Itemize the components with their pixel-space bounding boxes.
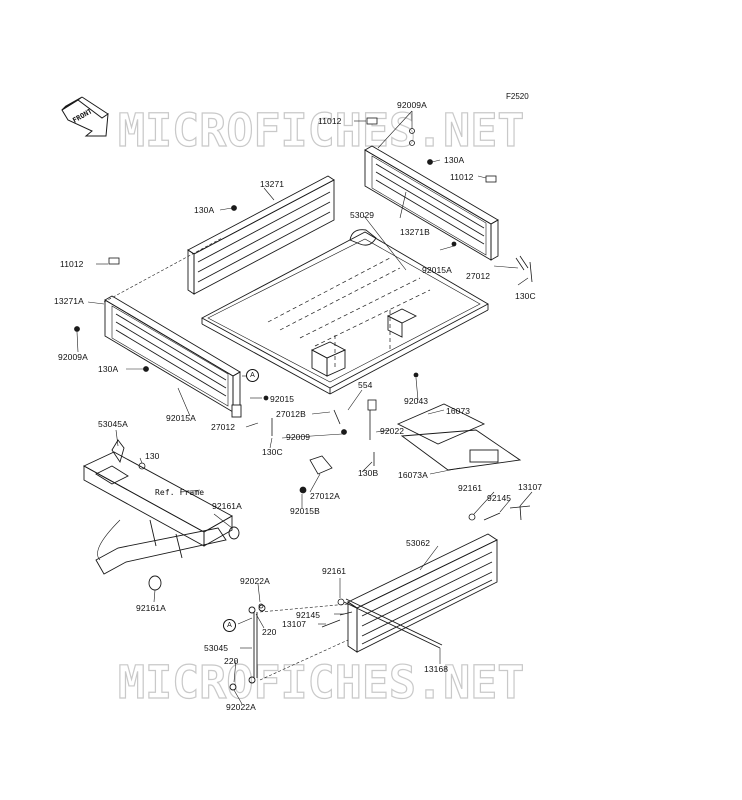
part-label: 13271A [54, 296, 84, 306]
callout-a-lower: A [223, 619, 236, 632]
part-label: 92022A [226, 702, 256, 712]
support-rod-53045 [229, 604, 266, 691]
part-label: 11012 [450, 172, 474, 182]
part-label: 130B [358, 468, 379, 478]
front-arrow-icon [61, 96, 109, 137]
part-label: 92009 [286, 432, 311, 442]
part-label: 27012B [276, 409, 306, 419]
tailgate-53062 [347, 533, 498, 653]
part-label: 220 [224, 656, 239, 666]
part-label: 92015B [290, 506, 320, 516]
callout-a-upper: A [246, 369, 259, 382]
part-label: 92009A [58, 352, 88, 362]
part-label: 92161A [212, 501, 242, 511]
side-panel-13271B [364, 145, 499, 261]
part-label: 130 [145, 451, 160, 461]
part-label: 13271 [260, 179, 285, 189]
figure-code: F2520 [506, 92, 529, 101]
part-label: 92161A [136, 603, 166, 613]
part-label: 92015A [422, 265, 452, 275]
side-panel-13271A [104, 295, 242, 418]
part-label: 92161 [322, 566, 347, 576]
part-label: 27012 [211, 422, 236, 432]
leader-lines [76, 110, 533, 705]
part-label: 130C [262, 447, 283, 457]
part-label: 92015 [270, 394, 295, 404]
part-label: 16073 [446, 406, 471, 416]
part-label: 13168 [424, 664, 449, 674]
part-label: 92043 [404, 396, 429, 406]
part-label: 11012 [318, 116, 342, 126]
part-label: 92022 [380, 426, 405, 436]
part-label: 554 [358, 380, 373, 390]
part-label: 53062 [406, 538, 431, 548]
part-label: 27012 [466, 271, 491, 281]
part-label: 13107 [282, 619, 307, 629]
part-label: 11012 [60, 259, 84, 269]
part-label: 92009A [397, 100, 427, 110]
part-label: 92145 [487, 493, 512, 503]
part-label: 92022A [240, 576, 270, 586]
part-label: 130A [194, 205, 215, 215]
part-label: 130C [515, 291, 536, 301]
part-label: 130A [444, 155, 465, 165]
watermark-top: MICROFICHES.NET [117, 104, 525, 157]
part-label: 16073A [398, 470, 428, 480]
side-panel-13271 [187, 175, 335, 295]
part-label: 130A [98, 364, 119, 374]
part-label: 53045A [98, 419, 128, 429]
part-label: 92015A [166, 413, 196, 423]
ref-frame-note: Ref. Frame [155, 488, 205, 497]
part-label: 220 [262, 627, 277, 637]
hardware-pieces [74, 117, 533, 628]
watermark-bottom: MICROFICHES.NET [117, 656, 525, 709]
cable-13168 [343, 598, 443, 649]
part-label: 92145 [296, 610, 321, 620]
part-label: 27012A [310, 491, 340, 501]
part-label: 92161 [458, 483, 483, 493]
part-label: 53029 [350, 210, 375, 220]
part-label: 13107 [518, 482, 543, 492]
part-label: 53045 [204, 643, 229, 653]
mat-16073 [396, 403, 522, 471]
part-label: 13271B [400, 227, 430, 237]
cargo-bed-53029 [201, 229, 489, 395]
